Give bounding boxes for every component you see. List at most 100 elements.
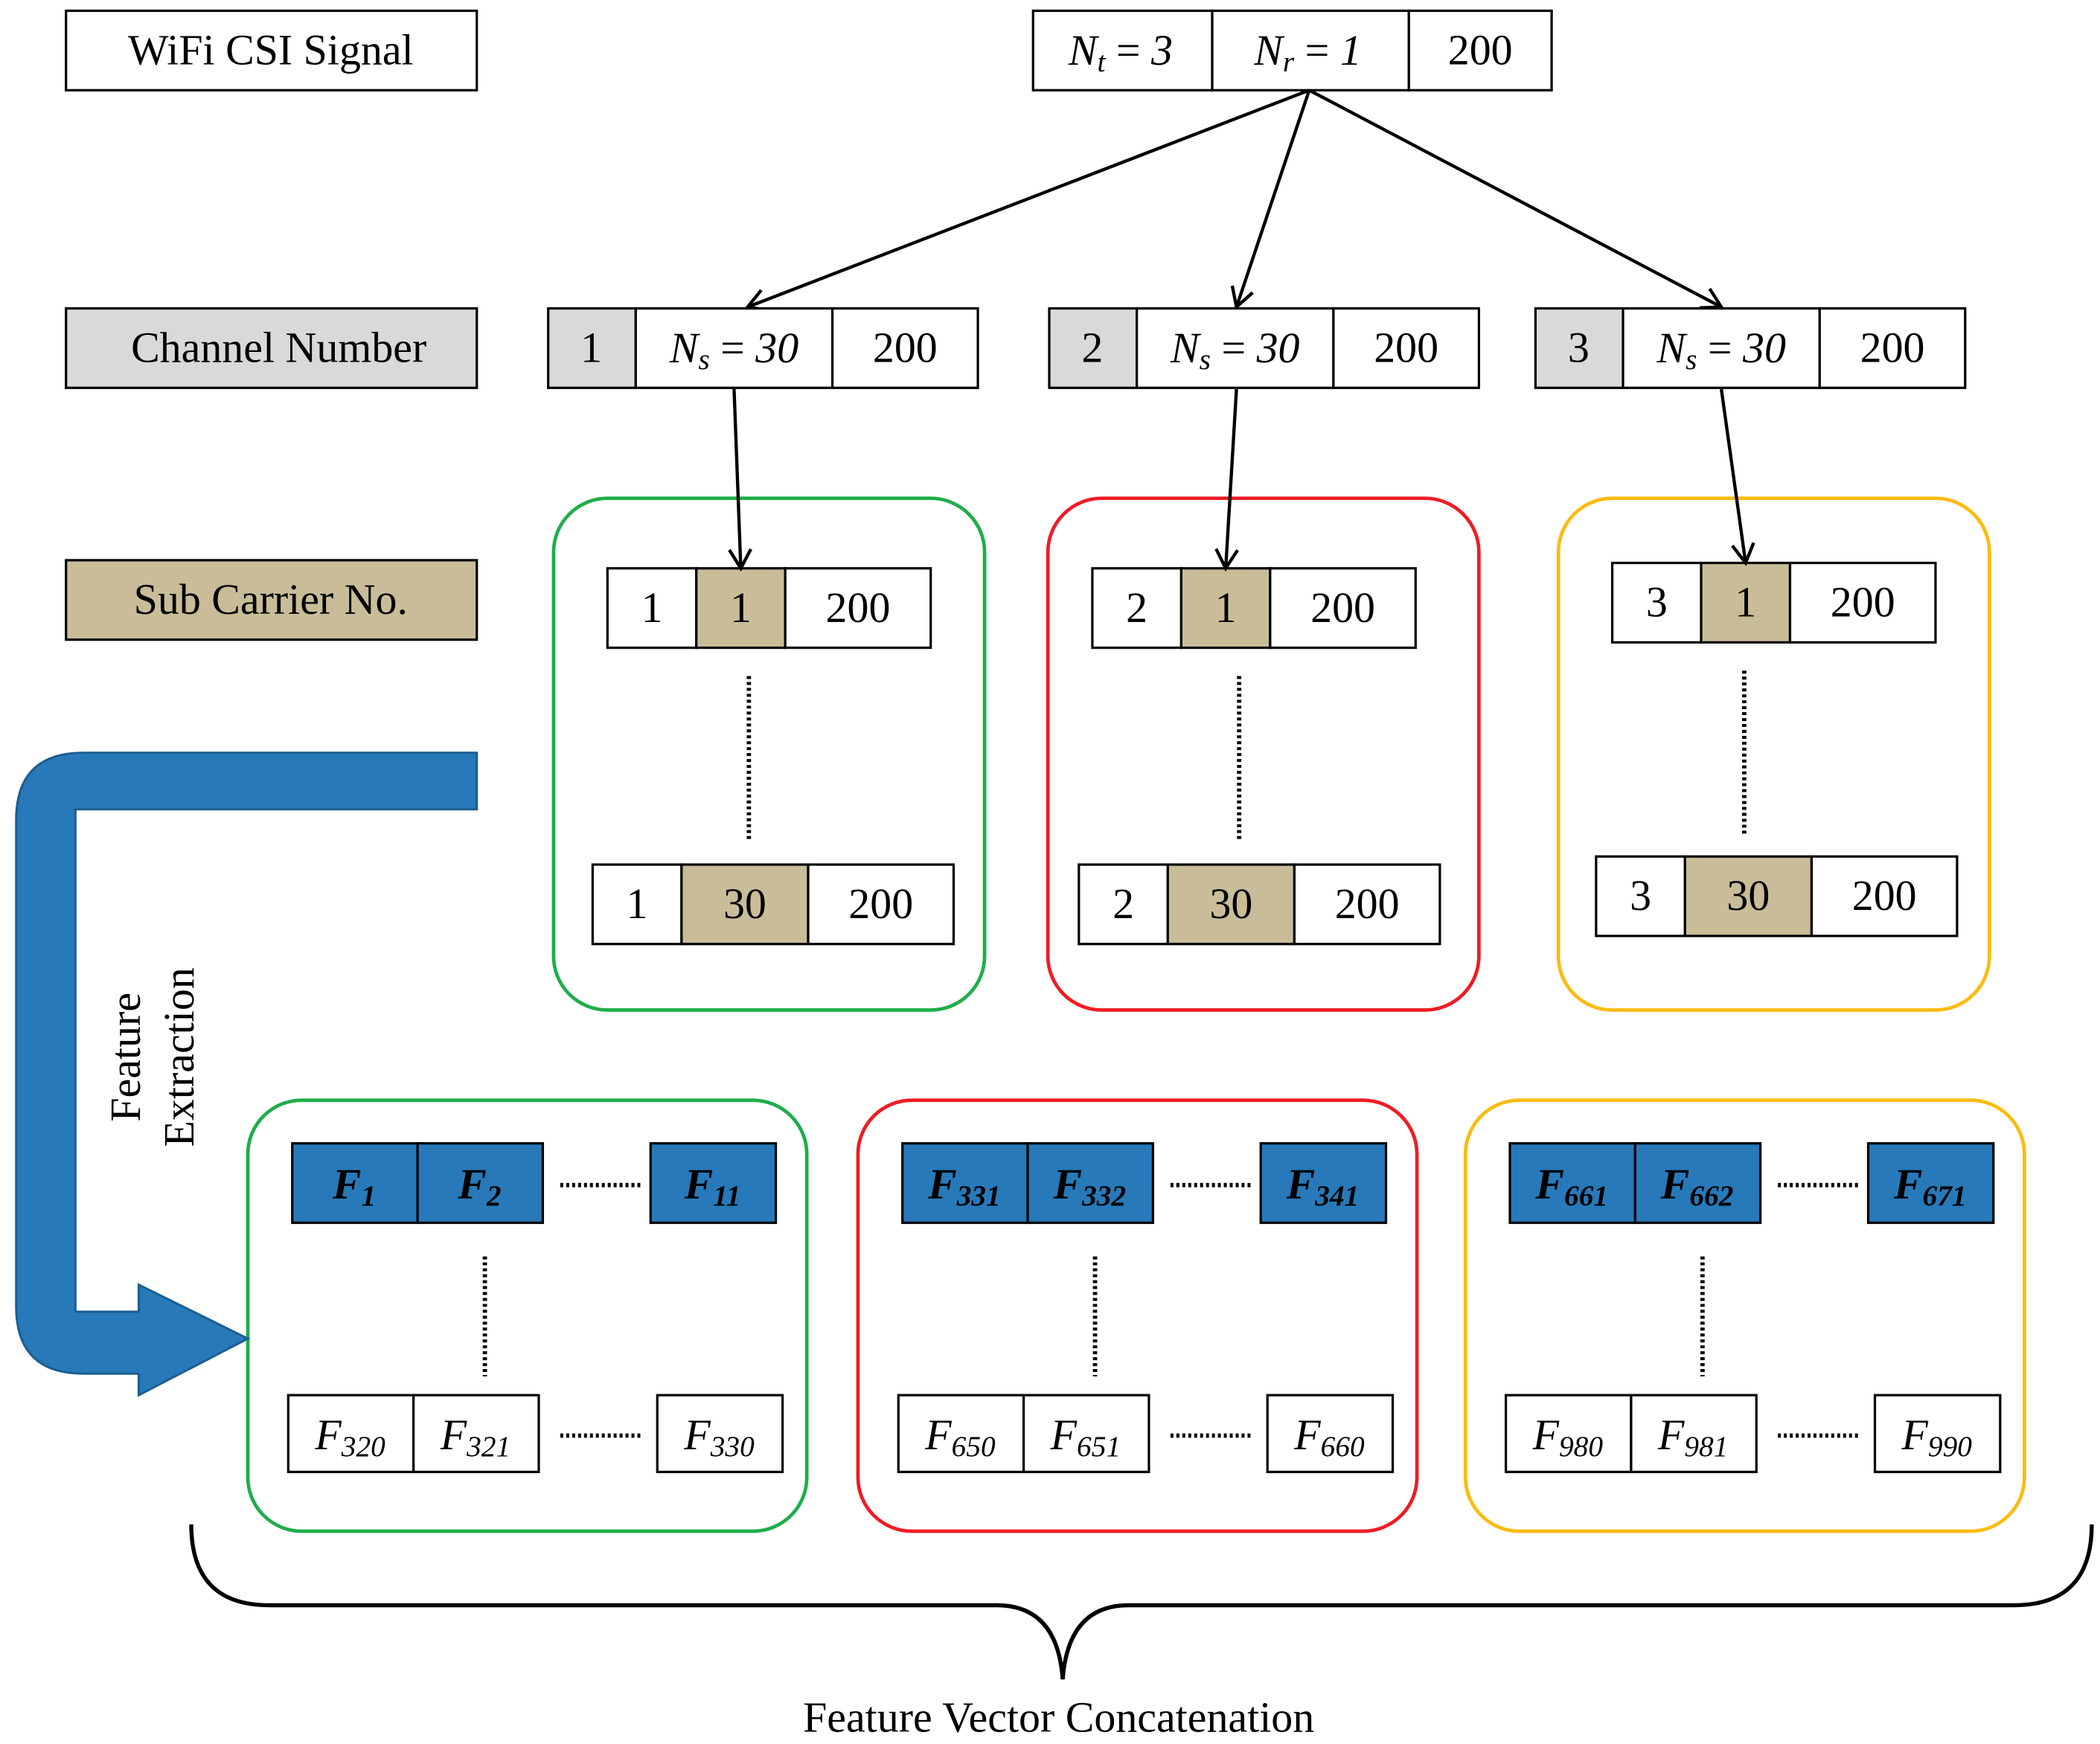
subcarrier-group-1 (551, 496, 987, 1012)
sub-carrier-label-box (65, 559, 478, 641)
channel-1-sub1-idx-cell (695, 567, 787, 650)
channel-3-sub1-idx-cell (1700, 561, 1792, 644)
feature-321: F321 (440, 1410, 510, 1463)
feature-651-cell (1022, 1394, 1150, 1473)
feature-990-cell (1873, 1394, 2002, 1473)
channel-1-ns: Ns = 30 (669, 323, 799, 376)
concatenation-brace (189, 1524, 2094, 1680)
channel-2-sub30-idx: 30 (1209, 879, 1252, 928)
channel-3-sub30-frames: 200 (1852, 871, 1917, 920)
channel-3-sub1-frames: 200 (1831, 578, 1895, 626)
channel-2-ns: Ns = 30 (1170, 323, 1300, 376)
feature-980: F980 (1532, 1410, 1604, 1463)
feature-981-cell (1630, 1394, 1758, 1473)
channel-1-sub30-ch-cell (591, 863, 683, 946)
csi-nr-text: Nr = 1 (1253, 25, 1362, 78)
feature-651: F651 (1050, 1410, 1121, 1463)
channel-2-sub1-frames-cell (1269, 567, 1417, 650)
feature-660-cell (1266, 1394, 1395, 1473)
arrow-channel-3-to-subcarrier (1720, 388, 1755, 566)
channel-3-ns-cell (1622, 307, 1821, 389)
feature-341: F341 (1286, 1159, 1360, 1212)
sub-carrier-label: Sub Carrier No. (134, 575, 408, 623)
arrow-channel-2-to-subcarrier (1214, 388, 1239, 572)
channel-2-num-cell (1048, 307, 1139, 389)
channel-1-sub1-ch: 1 (641, 583, 663, 632)
channel-2-sub30-ch: 2 (1113, 879, 1134, 928)
feature-group-2 (856, 1098, 1419, 1533)
channel-3-frames: 200 (1860, 323, 1925, 371)
wifi-csi-label: WiFi CSI Signal (128, 25, 414, 74)
channel-2-sub1-frames: 200 (1310, 583, 1375, 632)
feature-320: F320 (314, 1410, 385, 1463)
feature-332: F332 (1052, 1159, 1126, 1212)
arrow-csi-to-channel-3 (1308, 89, 1725, 310)
channel-3-sub1-ch: 3 (1646, 578, 1668, 626)
channel-1-sub1-frames-cell (784, 567, 932, 650)
channel-1-num-cell (547, 307, 637, 389)
channel-1-sub30-frames-cell (807, 863, 955, 946)
channel-3-sub30-idx: 30 (1726, 871, 1770, 920)
channel-1-sub30-idx-cell (680, 863, 810, 946)
channel-3-num-cell (1534, 307, 1624, 389)
feature-group-1 (246, 1098, 809, 1533)
channel-2-sub30-idx-cell (1166, 863, 1296, 946)
feature-650-cell (897, 1394, 1025, 1473)
channel-2-sub1-idx-cell (1179, 567, 1272, 650)
channel-1-num: 1 (580, 323, 602, 371)
channel-2-num: 2 (1081, 323, 1103, 371)
feature-661: F661 (1534, 1159, 1608, 1212)
channel-number-label-box (65, 307, 478, 389)
feature-671: F671 (1893, 1159, 1967, 1212)
wifi-csi-label-box (65, 9, 478, 92)
channel-3-ns: Ns = 30 (1656, 323, 1786, 376)
channel-2-sub30-frames: 200 (1335, 879, 1400, 928)
feature-331-cell (901, 1142, 1029, 1225)
channel-2-sub30-ch-cell (1078, 863, 1169, 946)
feature-2-cell (416, 1142, 545, 1225)
channel-2-sub1-ch: 2 (1126, 583, 1147, 632)
channel-1-sub30-idx: 30 (723, 879, 766, 928)
channel-2-sub30-frames-cell (1293, 863, 1441, 946)
channel-3-frames-cell (1818, 307, 1967, 389)
channel-3-num: 3 (1568, 323, 1590, 371)
feature-11-cell (649, 1142, 778, 1225)
feature-extraction-arrow (15, 751, 478, 1397)
channel-3-sub1-idx: 1 (1735, 578, 1756, 626)
feature-990: F990 (1901, 1410, 1973, 1463)
csi-frames-text: 200 (1448, 25, 1513, 74)
channel-3-sub30-frames-cell (1810, 855, 1959, 937)
feature-330: F330 (683, 1410, 755, 1463)
channel-number-label: Channel Number (131, 323, 426, 371)
feature-group-3 (1463, 1098, 2026, 1533)
channel-1-sub1-frames: 200 (826, 583, 891, 632)
feature-650: F650 (924, 1410, 996, 1463)
channel-2-frames: 200 (1374, 323, 1438, 371)
feature-981: F981 (1657, 1410, 1728, 1463)
feature-662: F662 (1660, 1159, 1734, 1212)
feature-331: F331 (927, 1159, 1001, 1212)
subcarrier-group-2 (1046, 496, 1481, 1012)
csi-frames-cell (1407, 9, 1553, 92)
feature-2: F2 (457, 1159, 501, 1212)
feature-330-cell (656, 1394, 784, 1473)
concatenation-label: Feature Vector Concatenation (803, 1693, 1314, 1741)
arrow-channel-1-to-subcarrier (728, 389, 752, 572)
feature-660: F660 (1293, 1410, 1365, 1463)
feature-1-cell (291, 1142, 419, 1225)
channel-1-sub30-frames: 200 (848, 879, 913, 928)
csi-nt-text: Nt = 3 (1068, 25, 1173, 78)
channel-3-sub1-frames-cell (1788, 561, 1937, 644)
channel-2-ns-cell (1136, 307, 1335, 389)
feature-extraction-label-line2: Extraction (155, 967, 203, 1147)
feature-1: F1 (332, 1159, 376, 1212)
feature-320-cell (286, 1394, 415, 1473)
arrow-csi-to-channel-2 (1230, 89, 1311, 310)
channel-3-sub30-ch-cell (1595, 855, 1686, 937)
channel-2-sub1-idx: 1 (1215, 583, 1237, 632)
subcarrier-group-3 (1556, 496, 1991, 1012)
channel-1-frames-cell (830, 307, 979, 389)
channel-1-ns-cell (634, 307, 834, 389)
feature-341-cell (1259, 1142, 1388, 1225)
